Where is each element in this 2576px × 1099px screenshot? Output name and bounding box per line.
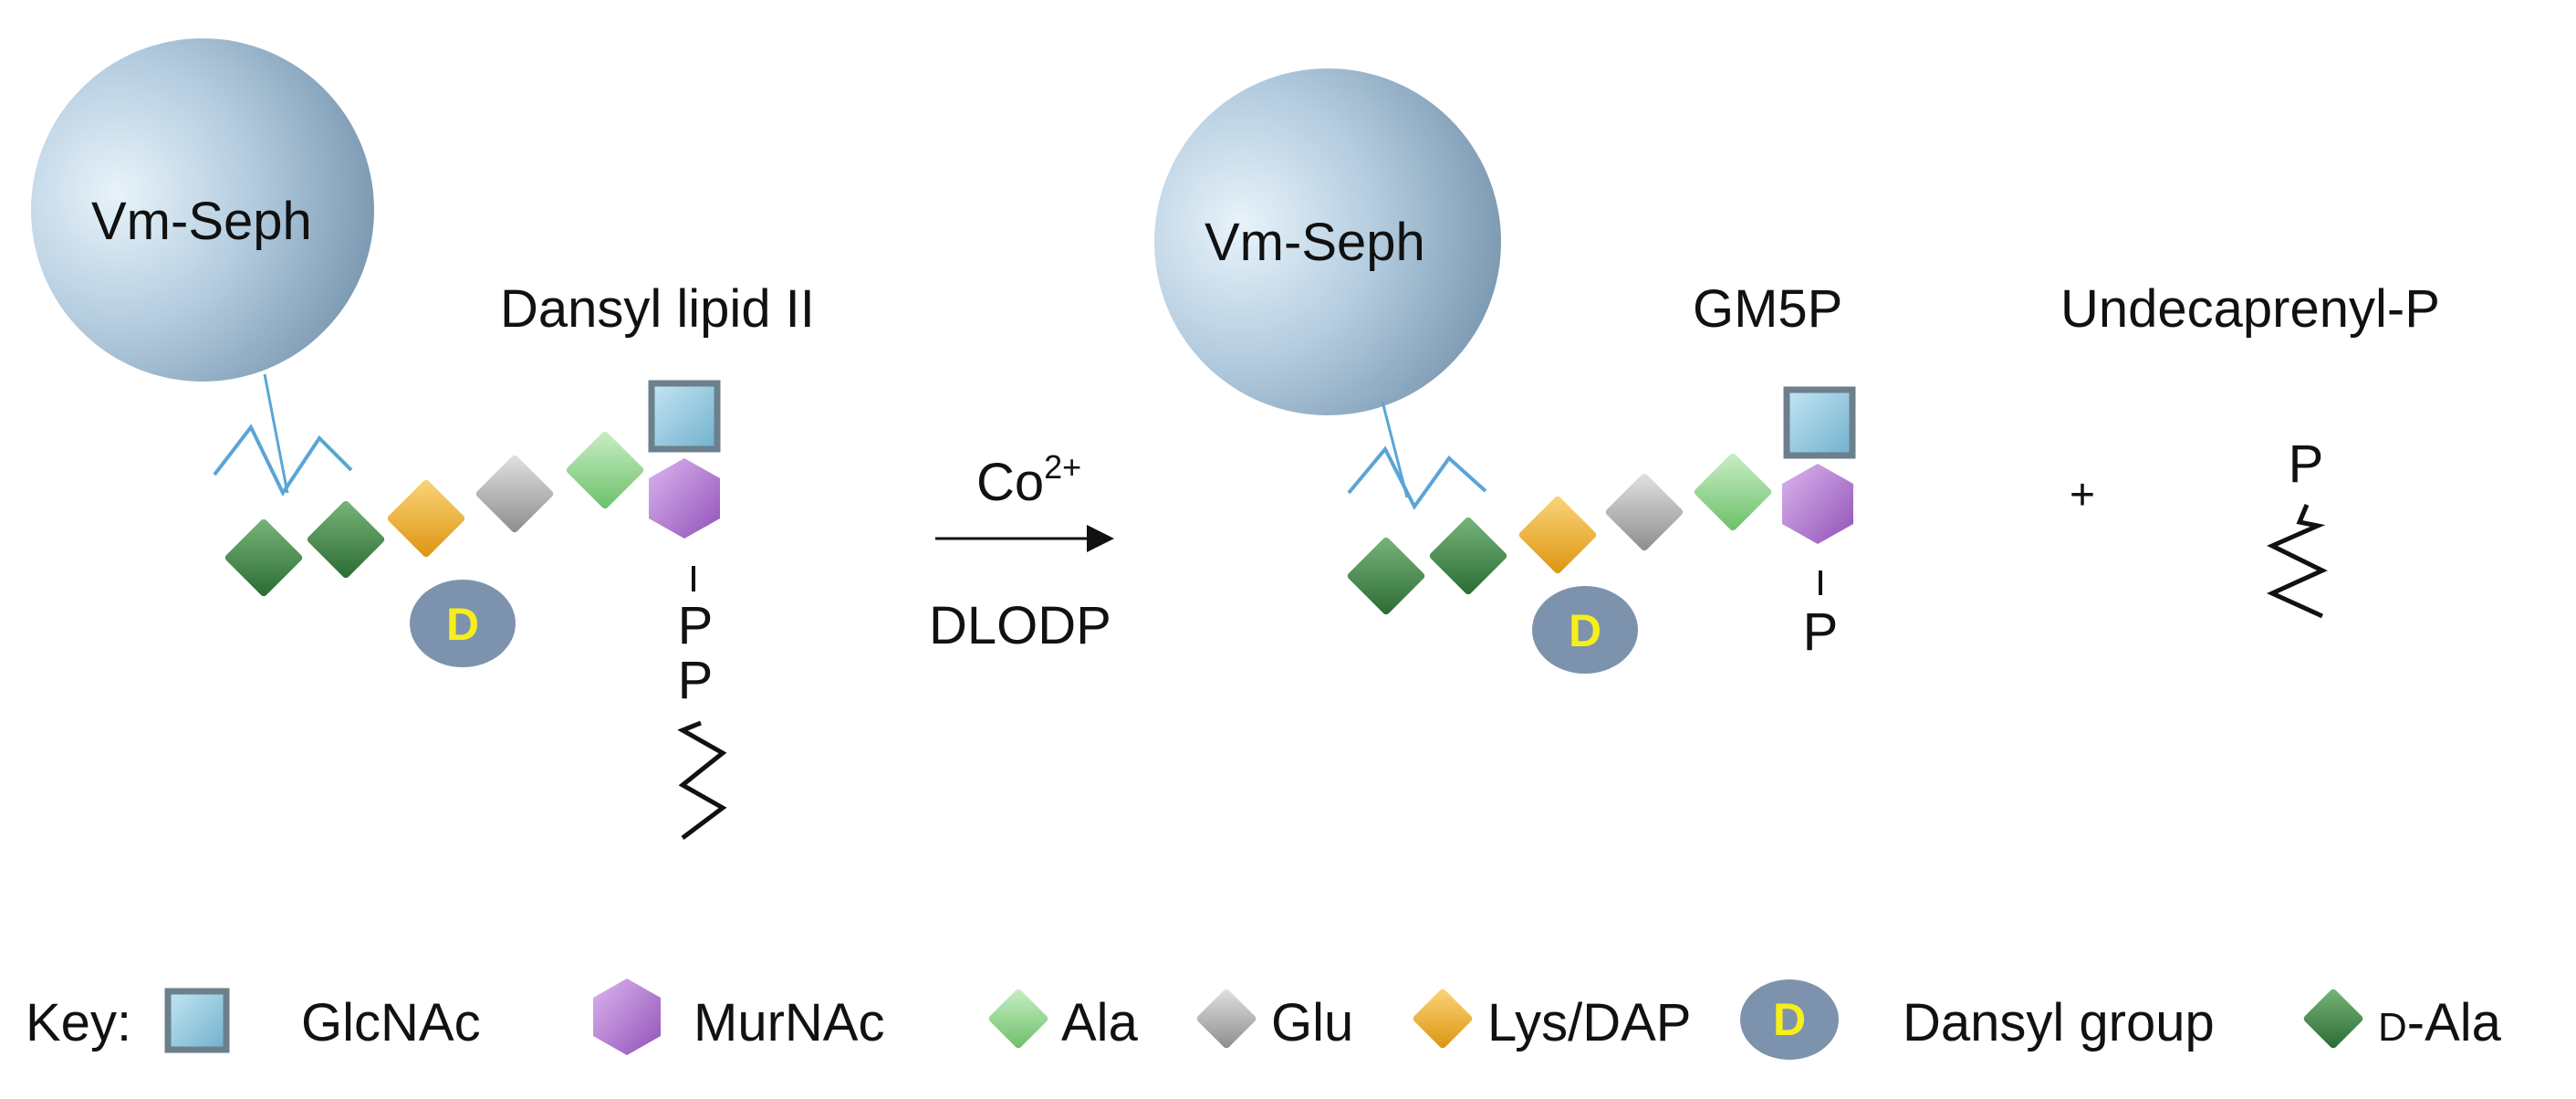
dansyl-icon [410, 580, 516, 667]
molecule-label-dansyl-lipid-ii: Dansyl lipid II [500, 279, 815, 339]
linker-left [213, 373, 353, 497]
glcnac-icon [1783, 386, 1856, 459]
bead-label-right: Vm-Seph [1205, 213, 1425, 272]
plus-sign: + [2070, 471, 2095, 519]
key-legend: Key: GlcNAc MurNAc Ala Glu Lys/DAP D Dan… [26, 979, 2502, 1060]
right-complex: Vm-Seph GM5P D P [1154, 68, 1856, 674]
murnac-icon [649, 458, 720, 539]
key-label-ala: Ala [1061, 993, 1139, 1052]
ala-icon [566, 431, 644, 509]
d-ala-icon [1429, 517, 1507, 595]
byproduct-phosphate: P [2289, 434, 2324, 494]
key-label-murnac: MurNAc [694, 993, 884, 1052]
phosphate-1: P [678, 596, 714, 655]
reaction-ion: Co2+ [976, 448, 1081, 512]
glu-icon [1196, 989, 1257, 1049]
d-ala-icon [2303, 989, 2363, 1049]
key-label-glu: Glu [1271, 993, 1353, 1052]
linker-right [1347, 401, 1487, 510]
ala-icon [1694, 453, 1772, 531]
dansyl-letter: D [446, 599, 479, 650]
product-label-gm5p: GM5P [1693, 279, 1842, 339]
undecaprenyl-tail-right [2266, 504, 2328, 619]
byproduct-label-undecaprenyl-p: Undecaprenyl-P [2060, 279, 2440, 339]
dansyl-icon [1740, 979, 1839, 1060]
key-title: Key: [26, 993, 131, 1052]
lys-dap-icon [387, 479, 465, 558]
murnac-icon [1782, 464, 1853, 544]
murnac-icon [593, 979, 661, 1055]
glu-icon [1605, 473, 1684, 551]
dansyl-icon [1532, 586, 1638, 674]
dansyl-letter: D [1569, 605, 1601, 656]
glcnac-icon [164, 988, 230, 1053]
vm-seph-bead-left [31, 38, 374, 382]
bead-label-left: Vm-Seph [91, 192, 312, 251]
reaction-enzyme: DLODP [929, 596, 1111, 655]
d-ala-icon [307, 500, 385, 579]
vm-seph-bead-right [1154, 68, 1501, 415]
ala-icon [988, 989, 1048, 1049]
key-label-dansyl-group: Dansyl group [1903, 993, 2215, 1052]
phosphate-2: P [678, 651, 714, 710]
reaction-arrow-group: Co2+ DLODP [929, 448, 1114, 655]
d-ala-icon [1347, 537, 1425, 615]
undecaprenyl-tail-left [677, 720, 727, 840]
lys-dap-icon [1518, 496, 1597, 574]
byproduct: + Undecaprenyl-P P [2060, 279, 2440, 619]
glu-icon [475, 455, 554, 533]
key-label-d-ala: D-Ala [2378, 993, 2502, 1052]
d-ala-icon [224, 518, 303, 597]
lys-dap-icon [1413, 989, 1473, 1049]
left-complex: Vm-Seph Dansyl lipid II D P P [31, 38, 815, 840]
key-label-lys-dap: Lys/DAP [1487, 993, 1691, 1052]
key-label-glcnac: GlcNAc [301, 993, 481, 1052]
key-dansyl-letter: D [1773, 994, 1806, 1045]
phosphate: P [1803, 602, 1839, 662]
glcnac-icon [648, 380, 721, 453]
